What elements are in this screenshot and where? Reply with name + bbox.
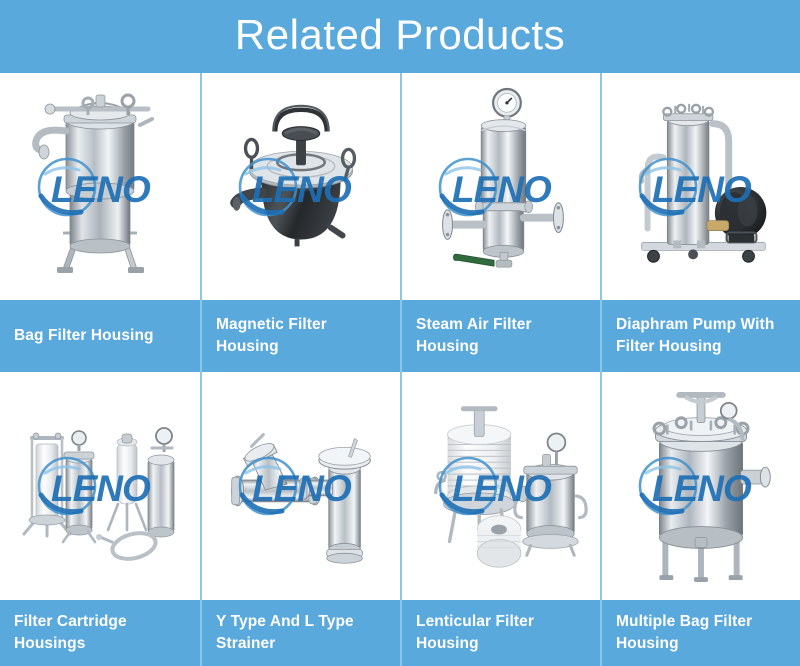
product-image-filter-cartridge-housings: LENO [0, 372, 200, 600]
product-label: Multiple Bag Filter Housing [616, 613, 753, 652]
product-caption: Multiple Bag Filter Housing [602, 600, 800, 666]
product-image-magnetic-filter-housing: LENO [202, 73, 400, 300]
product-image-multiple-bag-filter-housing: LENO [602, 372, 800, 600]
product-label: Diaphram Pump With Filter Housing [616, 316, 775, 355]
product-card-lenticular-filter-housing[interactable]: LENO Lenticular Filter Housing [400, 372, 600, 666]
product-caption: Diaphram Pump With Filter Housing [602, 300, 800, 372]
product-image-diaphram-pump-with-filter-housing: LENO [602, 73, 800, 300]
product-caption: Y Type And L Type Strainer [202, 600, 400, 666]
product-caption: Lenticular Filter Housing [402, 600, 600, 666]
page-header: Related Products [0, 0, 800, 73]
product-label: Bag Filter Housing [14, 327, 154, 344]
product-label: Y Type And L Type Strainer [216, 613, 354, 652]
product-caption: Filter Cartridge Housings [0, 600, 200, 666]
product-caption: Magnetic Filter Housing [202, 300, 400, 372]
page-title: Related Products [234, 10, 566, 58]
product-card-magnetic-filter-housing[interactable]: LENO Magnetic Filter Housing [200, 73, 400, 372]
product-image-steam-air-filter-housing: LENO [402, 73, 600, 300]
product-label: Magnetic Filter Housing [216, 316, 327, 355]
product-label: Steam Air Filter Housing [416, 316, 532, 355]
product-image-bag-filter-housing: LENO [0, 73, 200, 300]
product-image-y-type-and-l-type-strainer: LENO [202, 372, 400, 600]
product-caption: Bag Filter Housing [0, 300, 200, 372]
product-card-multiple-bag-filter-housing[interactable]: LENO Multiple Bag Filter Housing [600, 372, 800, 666]
product-card-steam-air-filter-housing[interactable]: LENO Steam Air Filter Housing [400, 73, 600, 372]
product-card-diaphram-pump-with-filter-housing[interactable]: LENO Diaphram Pump With Filter Housing [600, 73, 800, 372]
product-label: Filter Cartridge Housings [14, 613, 127, 652]
product-card-bag-filter-housing[interactable]: LENO Bag Filter Housing [0, 73, 200, 372]
product-caption: Steam Air Filter Housing [402, 300, 600, 372]
product-card-y-type-and-l-type-strainer[interactable]: LENO Y Type And L Type Strainer [200, 372, 400, 666]
product-label: Lenticular Filter Housing [416, 613, 534, 652]
product-grid: LENO Bag Filter Housing [0, 73, 800, 666]
product-card-filter-cartridge-housings[interactable]: LENO Filter Cartridge Housings [0, 372, 200, 666]
product-image-lenticular-filter-housing: LENO [402, 372, 600, 600]
